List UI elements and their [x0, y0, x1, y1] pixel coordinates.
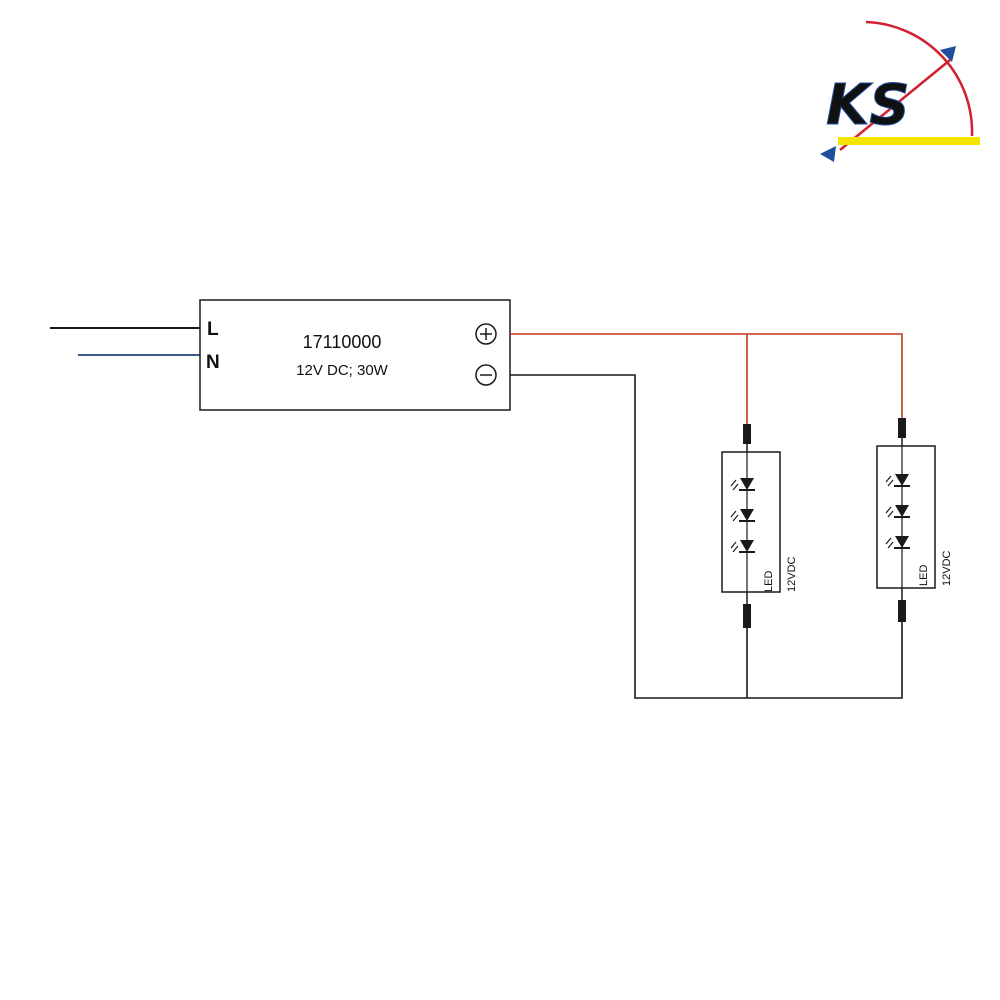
led-module-1: LED 12VDC [721, 424, 798, 628]
led-module-2-top-connector [898, 418, 906, 438]
terminal-l-label: L [207, 319, 219, 340]
positive-bus [510, 333, 903, 418]
led-module-2-diode-3 [885, 536, 910, 549]
led-module-1-diode-3 [730, 540, 755, 553]
logo-red-slash [839, 59, 951, 151]
negative-wiring [510, 374, 903, 699]
logo-yellow-bar [838, 137, 980, 145]
led-module-1-bottom-connector [743, 604, 751, 628]
driver-spec: 12V DC; 30W [296, 362, 389, 379]
led-module-1-voltage: 12VDC [786, 556, 798, 592]
led-module-2-voltage: 12VDC [941, 550, 953, 586]
led-module-1-diode-1 [730, 478, 755, 491]
led-module-1-top-connector [743, 424, 751, 444]
led-module-2-bottom-connector [898, 600, 906, 622]
led-module-2-label: LED [918, 565, 930, 586]
terminal-n-label: N [206, 352, 220, 373]
led-module-1-label: LED [763, 571, 775, 592]
logo-red-arc [865, 20, 974, 137]
driver-part-number: 17110000 [303, 332, 382, 352]
led-module-2-diode-1 [885, 474, 910, 487]
logo-blue-triangle-top [940, 46, 956, 62]
logo-blue-triangle-bottom [820, 146, 836, 162]
led-driver: L N 17110000 12V DC; 30W [199, 299, 511, 411]
led-module-2-diode-2 [885, 505, 910, 518]
led-module-2: LED 12VDC [876, 418, 953, 622]
ks-logo: KS [820, 20, 980, 162]
driver-box [199, 299, 511, 411]
positive-wiring [510, 333, 903, 424]
logo-text: KS [826, 73, 910, 138]
led-module-1-diode-2 [730, 509, 755, 522]
negative-bus [510, 374, 903, 699]
